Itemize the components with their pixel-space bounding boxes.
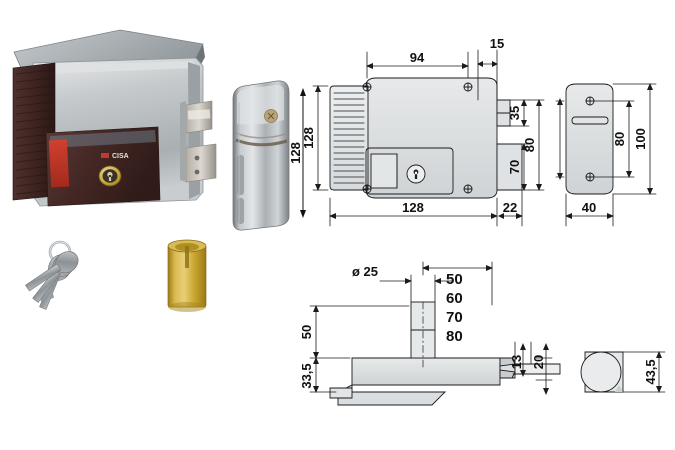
front-screw-holes bbox=[362, 82, 473, 194]
dim-13: 13 bbox=[509, 355, 524, 369]
dim-50-vertical: 50 bbox=[299, 325, 314, 339]
side-view-dimensions bbox=[555, 83, 657, 227]
dimension-labels: 94 15 128 128 22 35 70 80 80 100 40 ø 25… bbox=[299, 36, 658, 389]
dim-height-128: 128 bbox=[301, 127, 316, 149]
keeper-dim-128: 128 bbox=[288, 142, 303, 164]
cylinder-option-3: 80 bbox=[446, 328, 463, 345]
dim-43-5: 43,5 bbox=[643, 359, 658, 384]
lock-bolts bbox=[180, 100, 217, 183]
front-keyhole bbox=[406, 164, 426, 184]
side-view-drawing bbox=[565, 83, 614, 195]
cylinder-option-2: 70 bbox=[446, 309, 463, 326]
dim-width-128: 128 bbox=[402, 200, 424, 215]
dim-33-5: 33,5 bbox=[299, 363, 314, 388]
front-view-dimensions bbox=[312, 49, 545, 227]
dim-20: 20 bbox=[531, 355, 546, 369]
dim-100: 100 bbox=[633, 128, 648, 150]
cylinder-option-1: 60 bbox=[446, 290, 463, 307]
dim-15: 15 bbox=[490, 36, 504, 51]
dim-22: 22 bbox=[503, 200, 517, 215]
dim-70: 70 bbox=[507, 160, 522, 174]
lock-faceplate bbox=[12, 62, 56, 201]
svg-text:CISA: CISA bbox=[112, 153, 129, 160]
dim-diameter-25: ø 25 bbox=[352, 264, 378, 279]
key-set-photo bbox=[25, 240, 79, 310]
brass-cylinder-photo bbox=[167, 239, 207, 312]
dim-80-side: 80 bbox=[612, 132, 627, 146]
lock-front-panel: CISA bbox=[45, 126, 161, 207]
dim-94: 94 bbox=[410, 50, 425, 65]
keeper-height-dimension bbox=[300, 88, 306, 218]
strike-keeper-photo bbox=[232, 80, 290, 231]
dim-35: 35 bbox=[507, 106, 522, 120]
brand-logo: CISA bbox=[101, 153, 129, 160]
section-view-dimensions bbox=[309, 261, 666, 395]
cylinder-option-0: 50 bbox=[446, 271, 463, 288]
section-view-drawing bbox=[329, 301, 624, 406]
dim-80-front: 80 bbox=[522, 138, 537, 152]
front-view-drawing bbox=[329, 77, 523, 199]
key-cylinder-photo bbox=[98, 165, 122, 187]
dim-40: 40 bbox=[582, 200, 596, 215]
